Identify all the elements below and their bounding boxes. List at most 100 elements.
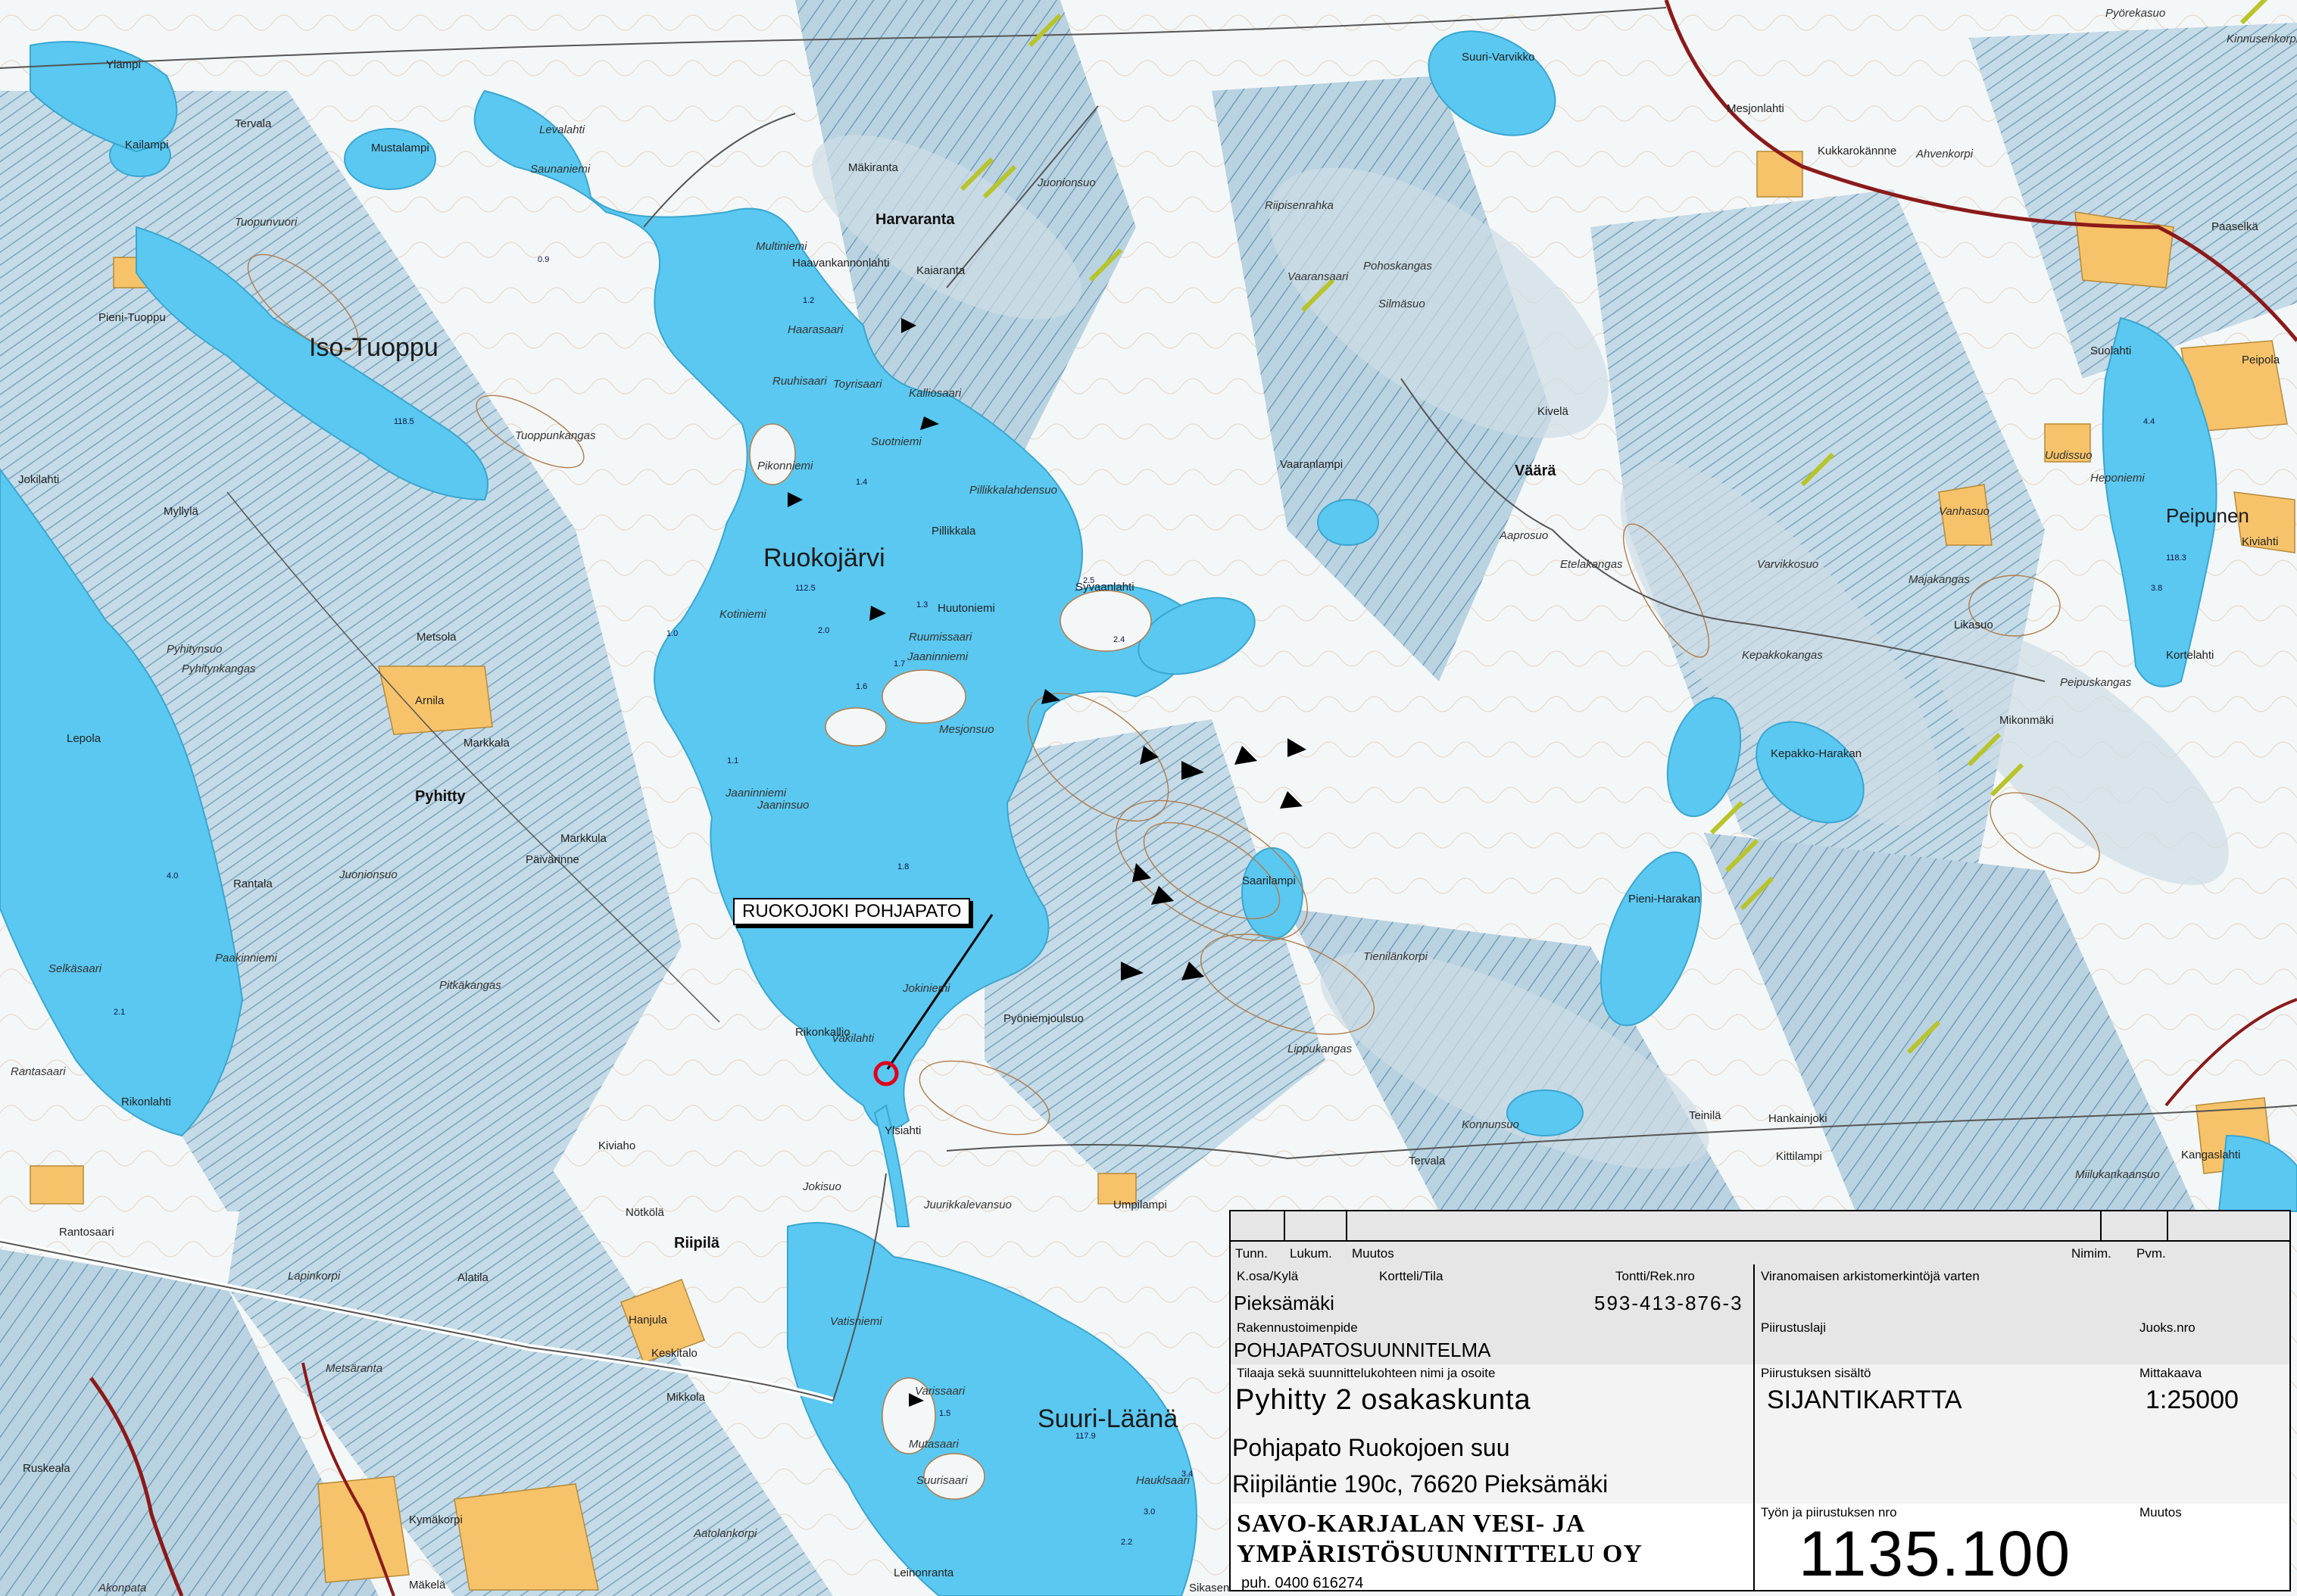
svg-text:Mesjonlahti: Mesjonlahti	[1727, 102, 1784, 115]
svg-text:Kotiniemi: Kotiniemi	[719, 608, 766, 621]
svg-text:Rantala: Rantala	[233, 877, 273, 890]
svg-text:Kinnusenkorpi: Kinnusenkorpi	[2227, 33, 2297, 45]
svg-text:Riipisenrahka: Riipisenrahka	[1265, 199, 1334, 212]
svg-text:Jokiniemi: Jokiniemi	[902, 982, 950, 995]
svg-text:Pillikkalahdensuo: Pillikkalahdensuo	[969, 484, 1057, 497]
svg-text:Saarilampi: Saarilampi	[1242, 874, 1296, 887]
lake-ruokojarvi	[473, 89, 1191, 1130]
label-suuri-laana: Suuri-Läänä	[1038, 1404, 1178, 1433]
label-mustalampi: Mustalampi	[371, 142, 429, 154]
svg-text:0.9: 0.9	[538, 255, 549, 264]
title-block: Tunn. Lukum. Muutos Nimim. Pvm. K.osa/Ky…	[1229, 1210, 2291, 1591]
svg-text:Ylsiahti: Ylsiahti	[885, 1124, 921, 1137]
svg-text:Ruuhisaari: Ruuhisaari	[772, 375, 827, 388]
svg-text:Suotniemi: Suotniemi	[871, 435, 922, 448]
svg-text:Syvaanlahti: Syvaanlahti	[1075, 581, 1134, 594]
mittakaava-value: 1:25000	[2146, 1386, 2239, 1414]
svg-text:Juurikkalevansuo: Juurikkalevansuo	[923, 1199, 1012, 1211]
svg-text:Pieni-Tuoppu: Pieni-Tuoppu	[98, 311, 166, 324]
svg-text:3.8: 3.8	[2151, 584, 2162, 593]
rock-symbols	[788, 318, 1306, 1407]
svg-text:Alatila: Alatila	[457, 1271, 489, 1284]
revision-table: Tunn. Lukum. Muutos Nimim. Pvm.	[1231, 1211, 2289, 1266]
svg-text:Mäkiranta: Mäkiranta	[848, 161, 899, 174]
svg-text:Kymäkorpi: Kymäkorpi	[409, 1513, 463, 1526]
svg-text:Akonpata: Akonpata	[98, 1582, 146, 1594]
svg-text:Kepakkokangas: Kepakkokangas	[1742, 649, 1823, 662]
svg-text:Kukkarokännne: Kukkarokännne	[1818, 145, 1896, 157]
svg-text:Selkäsaari: Selkäsaari	[48, 962, 102, 975]
rev-header-pvm: Pvm.	[2136, 1246, 2166, 1261]
svg-text:Markkula: Markkula	[560, 832, 607, 845]
company-row: SAVO-KARJALAN VESI- JA YMPÄRISTÖSUUNNITT…	[1231, 1504, 2289, 1591]
property-row: K.osa/Kylä Kortteli/Tila Tontti/Rek.nro …	[1231, 1264, 2289, 1320]
svg-text:Pillikkala: Pillikkala	[932, 525, 976, 538]
kohde-value: Pohjapato Ruokojoen suu	[1232, 1434, 1510, 1461]
label-riipila: Riipilä	[674, 1235, 720, 1252]
svg-text:Varvikkosuo: Varvikkosuo	[1757, 558, 1818, 571]
svg-text:Suolahti: Suolahti	[2090, 344, 2131, 357]
svg-text:Heponiemi: Heponiemi	[2090, 472, 2145, 485]
label-vaara: Väärä	[1515, 463, 1556, 479]
svg-text:Lippukangas: Lippukangas	[1287, 1043, 1353, 1055]
svg-text:Jaaninniemi: Jaaninniemi	[725, 787, 787, 800]
rev-header-lukum: Lukum.	[1290, 1246, 1332, 1261]
main-road-red	[89, 1376, 184, 1596]
svg-text:Mikkola: Mikkola	[666, 1391, 706, 1404]
document-number: 1135.100	[1799, 1518, 2072, 1589]
svg-text:Tervala: Tervala	[1409, 1155, 1446, 1167]
svg-text:2.5: 2.5	[1083, 576, 1094, 585]
svg-text:Haavankannonlahti: Haavankannonlahti	[792, 257, 889, 270]
svg-text:Peipola: Peipola	[2242, 354, 2280, 366]
svg-text:Saunaniemi: Saunaniemi	[530, 163, 591, 176]
svg-text:Pohoskangas: Pohoskangas	[1363, 260, 1432, 273]
rev-header-muutos: Muutos	[1352, 1246, 1394, 1261]
lake-iso-tuoppu	[136, 226, 488, 501]
dam-location-marker[interactable]	[873, 1061, 899, 1086]
svg-text:Arnila: Arnila	[415, 694, 445, 707]
svg-text:3.4: 3.4	[1181, 1470, 1193, 1479]
svg-text:Rikonlahti: Rikonlahti	[121, 1096, 171, 1108]
svg-text:4.4: 4.4	[2143, 417, 2155, 426]
svg-text:Hauklsaari: Hauklsaari	[1136, 1474, 1191, 1487]
svg-text:Uudissuo: Uudissuo	[2045, 449, 2093, 462]
dam-callout-label: RUOKOJOKI POHJAPATO	[733, 898, 971, 925]
svg-text:Vaaransaari: Vaaransaari	[1287, 270, 1349, 283]
svg-text:1.1: 1.1	[727, 756, 738, 765]
svg-text:Jaaninniemi: Jaaninniemi	[907, 650, 969, 663]
svg-text:Vatisniemi: Vatisniemi	[830, 1315, 882, 1328]
svg-text:Kittilampi: Kittilampi	[1776, 1150, 1822, 1163]
svg-text:Metsäranta: Metsäranta	[326, 1362, 382, 1375]
label-pyhitty: Pyhitty	[415, 788, 467, 805]
svg-text:1.6: 1.6	[856, 682, 867, 691]
svg-text:Toyrisaari: Toyrisaari	[833, 378, 882, 391]
svg-text:Myllylä: Myllylä	[164, 505, 198, 518]
svg-text:Tuoppunkangas: Tuoppunkangas	[515, 429, 596, 442]
label-kailampi: Kailampi	[125, 139, 169, 151]
svg-text:Vakilahti: Vakilahti	[832, 1032, 875, 1045]
svg-text:Jaaninsuo: Jaaninsuo	[757, 799, 809, 812]
callout-leader	[886, 914, 994, 1070]
label-ruokojarvi: Ruokojärvi	[763, 544, 885, 572]
svg-text:118.3: 118.3	[2166, 553, 2186, 563]
svg-text:112.5: 112.5	[795, 584, 816, 593]
svg-text:Nötkölä: Nötkölä	[626, 1206, 665, 1219]
svg-text:118.5: 118.5	[394, 417, 414, 426]
svg-text:Kivelä: Kivelä	[1537, 405, 1569, 418]
svg-text:Miilukankaansuo: Miilukankaansuo	[2075, 1168, 2160, 1181]
svg-text:Keskitalo: Keskitalo	[651, 1347, 698, 1360]
svg-text:Ruskeala: Ruskeala	[23, 1462, 70, 1475]
label-peipunen: Peipunen	[2166, 504, 2249, 527]
svg-text:Mäkelä: Mäkelä	[409, 1579, 446, 1591]
svg-text:1.3: 1.3	[916, 600, 928, 609]
svg-text:Kortelahti: Kortelahti	[2166, 649, 2214, 662]
svg-text:Lapinkorpi: Lapinkorpi	[288, 1270, 341, 1283]
svg-text:3.0: 3.0	[1144, 1507, 1155, 1517]
rakennustoimenpide-row: Rakennustoimenpide POHJAPATOSUUNNITELMA …	[1231, 1319, 2289, 1366]
svg-text:Teinilä: Teinilä	[1689, 1109, 1721, 1122]
svg-text:Paaselkä: Paaselkä	[2211, 220, 2258, 233]
svg-text:Pyörekasuo: Pyörekasuo	[2105, 7, 2165, 20]
label-iso-tuoppu: Iso-Tuoppu	[309, 333, 438, 362]
